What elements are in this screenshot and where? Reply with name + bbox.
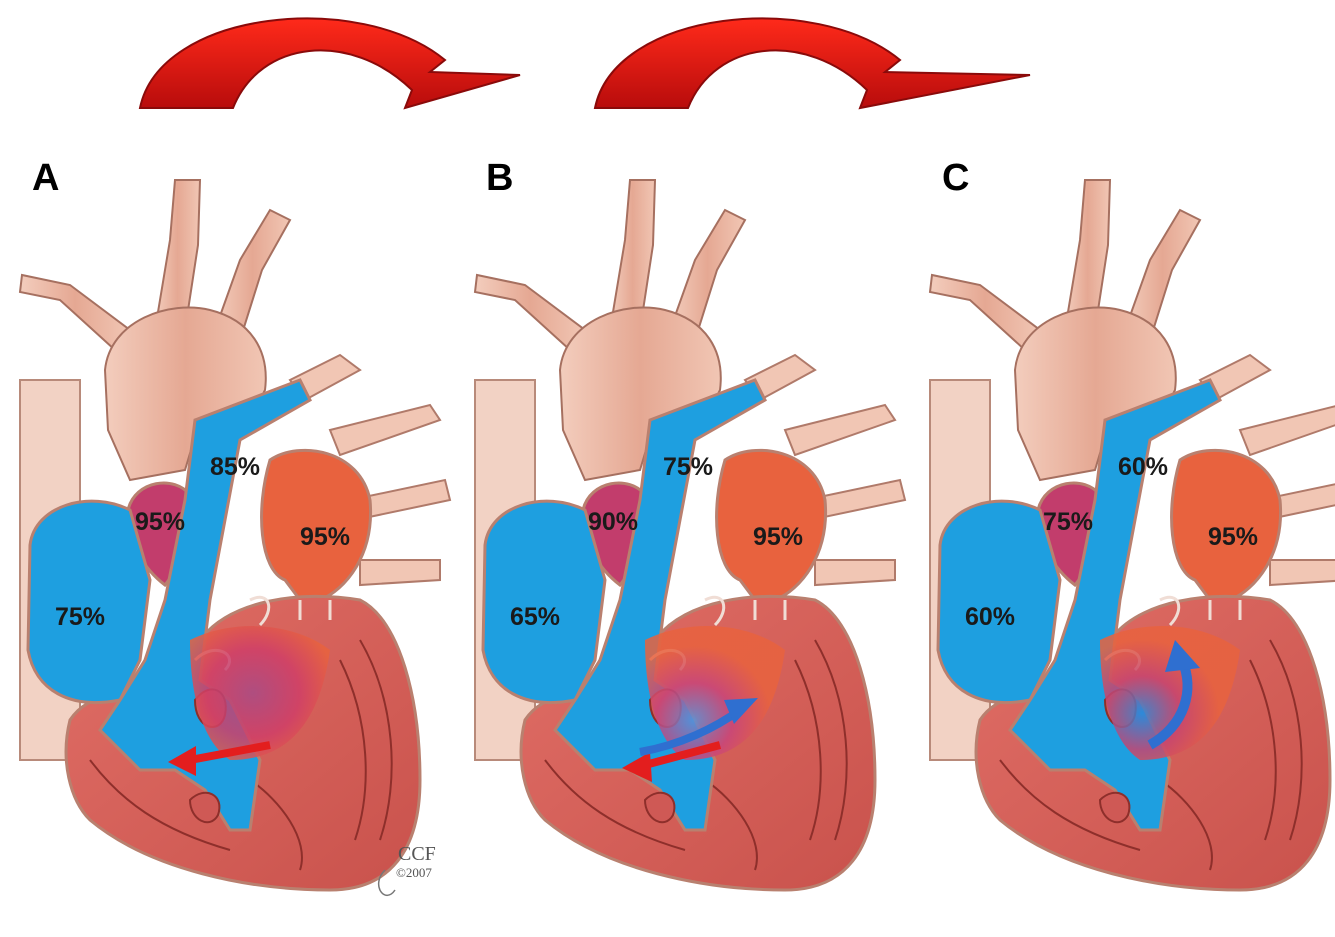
aorta-saturation-a: 95%: [135, 508, 185, 536]
right-atrium-saturation-a: 75%: [55, 603, 105, 631]
panel-c: C 60% 75% 95% 60%: [930, 157, 1335, 890]
pulmonary-artery-saturation-a: 85%: [210, 453, 260, 481]
left-atrium-saturation-c: 95%: [1208, 523, 1258, 551]
aorta-saturation-c: 75%: [1043, 508, 1093, 536]
panel-letter-b: B: [486, 157, 513, 199]
left-atrium-saturation-a: 95%: [300, 523, 350, 551]
panel-b: B 75% 90% 95% 65%: [475, 157, 905, 890]
panel-letter-a: A: [32, 157, 59, 199]
right-atrium-saturation-c: 60%: [965, 603, 1015, 631]
aorta-saturation-b: 90%: [588, 508, 638, 536]
progression-arrow-b-to-c: [595, 18, 1030, 108]
left-atrium-saturation-b: 95%: [753, 523, 803, 551]
credit-year: ©2007: [396, 865, 432, 880]
pulmonary-artery-saturation-c: 60%: [1118, 453, 1168, 481]
panel-letter-c: C: [942, 157, 969, 199]
progression-arrow-a-to-b: [140, 18, 520, 108]
credit-org: CCF: [398, 843, 436, 865]
pulmonary-artery-saturation-b: 75%: [663, 453, 713, 481]
panel-a: A 85% 95% 95% 75%: [20, 157, 450, 890]
right-atrium-saturation-b: 65%: [510, 603, 560, 631]
